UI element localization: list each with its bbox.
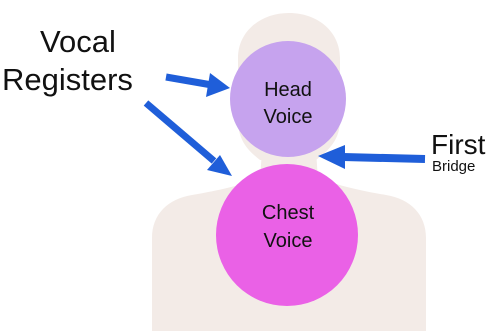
- arrow-to-chest-voice: [146, 103, 232, 176]
- head-voice-label-line2: Voice: [239, 107, 337, 127]
- head-voice-label-line1: Head: [239, 80, 337, 100]
- vocal-registers-label-line1: Vocal: [40, 26, 116, 57]
- first-bridge-label: First: [431, 131, 485, 159]
- first-bridge-sublabel: Bridge: [432, 159, 475, 174]
- vocal-registers-label-line2: Registers: [2, 64, 133, 95]
- chest-voice-label-line2: Voice: [239, 231, 337, 251]
- arrow-to-first-bridge: [318, 145, 425, 169]
- arrow-to-head-voice: [166, 73, 230, 97]
- chest-voice-label-line1: Chest: [239, 203, 337, 223]
